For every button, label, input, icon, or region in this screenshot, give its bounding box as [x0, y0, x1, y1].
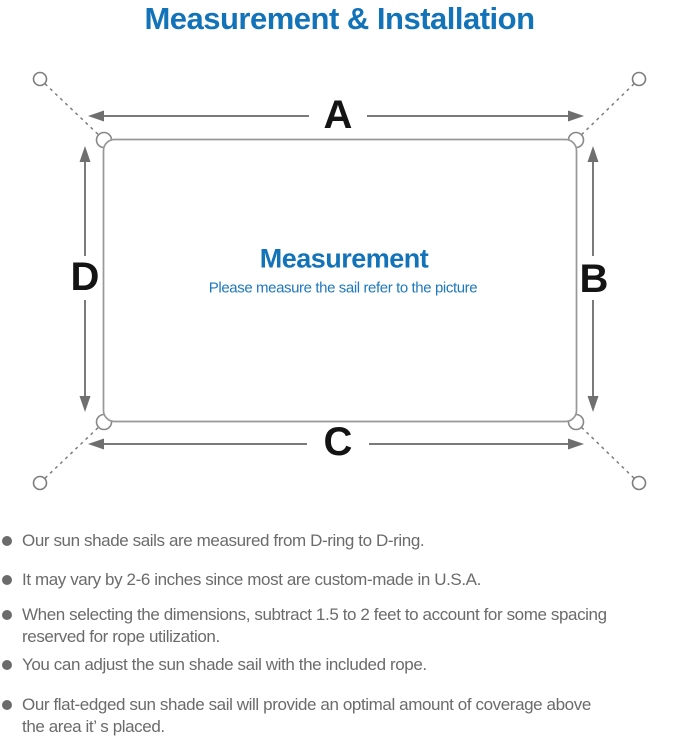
- bullet-dot-icon: [2, 610, 12, 620]
- dimension-label-c: C: [323, 420, 353, 464]
- arrowhead-a-left-icon: [88, 110, 104, 122]
- dimension-label-d: D: [70, 255, 100, 299]
- list-item: It may vary by 2-6 inches since most are…: [2, 569, 679, 591]
- rope-bottom-right: [575, 421, 640, 484]
- sail-outline: [102, 138, 578, 423]
- instruction-bullet-list: Our sun shade sails are measured from D-…: [0, 530, 679, 738]
- list-item: Our flat-edged sun shade sail will provi…: [2, 694, 679, 738]
- bullet-dot-icon: [2, 575, 12, 585]
- bullet-text: the area it’ s placed.: [22, 717, 165, 736]
- arrowhead-c-right-icon: [568, 438, 584, 450]
- bullet-text: Our sun shade sails are measured from D-…: [22, 531, 425, 550]
- anchor-point-top-right-icon: [631, 71, 647, 87]
- arrowhead-d-down-icon: [79, 396, 91, 412]
- anchor-points: [32, 71, 647, 491]
- anchor-point-bottom-left-icon: [32, 475, 48, 491]
- anchor-point-top-left-icon: [32, 71, 48, 87]
- bullet-text: It may vary by 2-6 inches since most are…: [22, 570, 481, 589]
- bullet-text: reserved for rope utilization.: [22, 627, 220, 646]
- dimension-arrowheads: [79, 110, 599, 450]
- rope-bottom-left: [39, 421, 105, 484]
- rope-top-right: [575, 78, 640, 141]
- bullet-dot-icon: [2, 660, 12, 670]
- rope-top-left: [39, 78, 105, 141]
- list-item: You can adjust the sun shade sail with t…: [2, 654, 679, 676]
- dimension-label-b: B: [579, 257, 609, 301]
- sail-measurement-graphic: [32, 71, 647, 491]
- arrowhead-b-down-icon: [587, 396, 599, 412]
- arrowhead-d-up-icon: [79, 146, 91, 162]
- bullet-dot-icon: [2, 700, 12, 710]
- bullet-text: You can adjust the sun shade sail with t…: [22, 655, 427, 674]
- arrowhead-a-right-icon: [568, 110, 584, 122]
- arrowhead-c-left-icon: [88, 438, 104, 450]
- dimension-arrow-lines: [84, 115, 594, 445]
- bullet-text: When selecting the dimensions, subtract …: [22, 605, 607, 624]
- list-item: When selecting the dimensions, subtract …: [2, 604, 679, 648]
- diagram-heading: Measurement: [259, 243, 429, 274]
- bullet-dot-icon: [2, 536, 12, 546]
- arrowhead-b-up-icon: [587, 146, 599, 162]
- list-item: Our sun shade sails are measured from D-…: [2, 530, 679, 552]
- measurement-diagram: A B C D Measurement Please measure the s…: [0, 60, 679, 520]
- page-title: Measurement & Installation: [144, 1, 535, 36]
- rope-dashed-lines: [39, 78, 640, 484]
- diagram-subheading: Please measure the sail refer to the pic…: [208, 279, 478, 297]
- anchor-point-bottom-right-icon: [631, 475, 647, 491]
- bullet-text: Our flat-edged sun shade sail will provi…: [22, 695, 591, 714]
- dimension-label-a: A: [323, 93, 353, 137]
